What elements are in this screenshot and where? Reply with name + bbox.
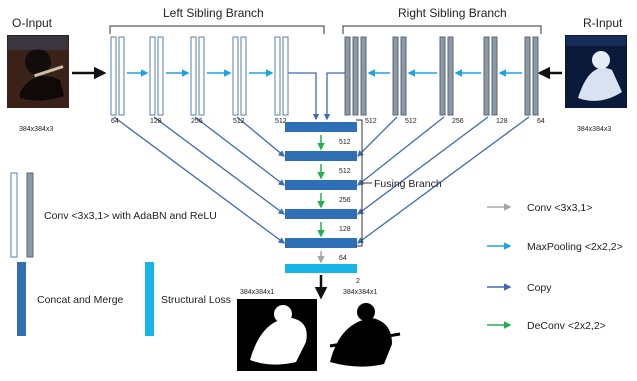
copy-arrow-left bbox=[236, 116, 286, 157]
legend-conv-block-light-icon bbox=[10, 172, 18, 258]
fusing-branch: 512 512 256 128 64 bbox=[285, 122, 357, 273]
left-channel-label: 512 bbox=[275, 118, 287, 125]
left-conv-block bbox=[198, 36, 205, 116]
left-channel-label: 128 bbox=[150, 118, 162, 125]
legend-deconv-label: DeConv <2x2,2> bbox=[527, 320, 606, 332]
left-conv-block bbox=[190, 36, 197, 116]
right-branch-brace bbox=[342, 25, 542, 34]
left-conv-block bbox=[118, 36, 125, 116]
right-channel-label: 64 bbox=[537, 118, 545, 125]
left-conv-block bbox=[110, 36, 117, 116]
copy-arrow-right bbox=[356, 116, 489, 215]
right-branch-title: Right Sibling Branch bbox=[398, 6, 507, 20]
left-channel-label: 64 bbox=[111, 118, 119, 125]
output-mask-right bbox=[323, 299, 403, 371]
legend-conv-block-dark-icon bbox=[26, 172, 34, 258]
copy-arrow-top-left bbox=[287, 72, 320, 121]
right-conv-block bbox=[400, 36, 407, 116]
right-conv-block bbox=[352, 36, 359, 116]
legend-loss-label: Structural Loss bbox=[161, 294, 231, 306]
output-mask-left bbox=[237, 299, 317, 371]
right-channel-label: 512 bbox=[405, 118, 417, 125]
right-conv-block bbox=[344, 36, 351, 116]
output-size-right: 384x384x1 bbox=[343, 289, 377, 296]
fusing-branch-title: Fusing Branch bbox=[374, 178, 442, 190]
structural-loss-block bbox=[285, 264, 357, 273]
legend-concat-label: Concat and Merge bbox=[37, 294, 124, 306]
copy-arrow-right bbox=[356, 116, 530, 244]
legend-conv-adabn-label: Conv <3x3,1> with AdaBN and ReLU bbox=[44, 210, 217, 222]
right-conv-block bbox=[360, 36, 367, 116]
right-channel-label: 512 bbox=[365, 118, 377, 125]
copy-connections bbox=[113, 72, 530, 244]
legend-copy-label: Copy bbox=[527, 282, 552, 294]
r-input-label: R-Input bbox=[583, 16, 623, 30]
left-branch-title: Left Sibling Branch bbox=[163, 6, 264, 20]
fusing-channel-label: 128 bbox=[339, 226, 351, 233]
copy-arrow-left bbox=[194, 116, 286, 186]
copy-arrow-top-right bbox=[323, 72, 345, 121]
legend-maxpool-label: MaxPooling <2x2,2> bbox=[527, 241, 623, 253]
fusing-concat-block bbox=[285, 122, 357, 132]
right-conv-block bbox=[524, 36, 531, 116]
fusing-concat-block bbox=[285, 238, 357, 248]
fusing-concat-block bbox=[285, 209, 357, 219]
right-conv-block bbox=[392, 36, 399, 116]
left-conv-block bbox=[149, 36, 156, 116]
left-channel-label: 512 bbox=[233, 118, 245, 125]
fusing-channel-label: 64 bbox=[339, 255, 347, 262]
r-input-size: 384x384x3 bbox=[577, 126, 611, 133]
fusing-channel-label: 512 bbox=[339, 139, 351, 146]
left-conv-block bbox=[282, 36, 289, 116]
right-conv-block bbox=[532, 36, 539, 116]
right-channel-label: 256 bbox=[452, 118, 464, 125]
legend-loss-icon bbox=[145, 262, 154, 336]
legend-concat-icon bbox=[17, 262, 26, 336]
legend-conv-label: Conv <3x3,1> bbox=[527, 202, 592, 214]
right-conv-block bbox=[491, 36, 498, 116]
left-sibling-branch: 64 128 256 512 512 bbox=[110, 36, 289, 125]
right-conv-block bbox=[447, 36, 454, 116]
o-input-size: 384x384x3 bbox=[19, 126, 53, 133]
copy-arrow-right bbox=[356, 116, 445, 186]
left-conv-block bbox=[274, 36, 281, 116]
fusing-concat-block bbox=[285, 180, 357, 190]
copy-arrow-left bbox=[113, 116, 286, 244]
fusing-channel-label: 512 bbox=[339, 168, 351, 175]
right-sibling-branch: 512 512 256 128 64 bbox=[344, 36, 545, 125]
left-channel-label: 256 bbox=[191, 118, 203, 125]
left-conv-block bbox=[157, 36, 164, 116]
o-input-label: O-Input bbox=[12, 16, 53, 30]
output-size-left: 384x384x1 bbox=[240, 289, 274, 296]
copy-arrow-left bbox=[153, 116, 286, 215]
fusing-concat-block bbox=[285, 151, 357, 161]
final-channel-label: 2 bbox=[356, 278, 360, 285]
right-conv-block bbox=[439, 36, 446, 116]
left-branch-brace bbox=[109, 25, 325, 34]
left-conv-block bbox=[240, 36, 247, 116]
r-input-image bbox=[565, 35, 627, 108]
right-conv-block bbox=[483, 36, 490, 116]
o-input-image bbox=[7, 35, 69, 108]
right-channel-label: 128 bbox=[496, 118, 508, 125]
copy-arrow-right bbox=[357, 116, 398, 157]
left-conv-block bbox=[232, 36, 239, 116]
fusing-channel-label: 256 bbox=[339, 197, 351, 204]
